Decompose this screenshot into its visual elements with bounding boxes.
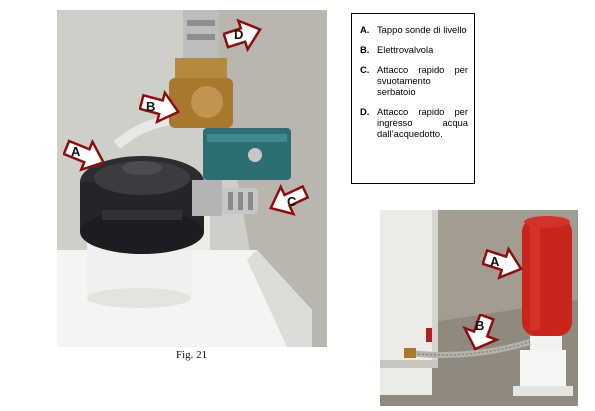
legend-letter: D.: [360, 106, 370, 117]
legend-letter: B.: [360, 44, 370, 55]
callout-letter-a-second: A: [490, 254, 500, 269]
callout-letter-d: D: [234, 27, 244, 42]
legend-item-a: A. Tappo sonde di livello: [360, 24, 468, 35]
secondary-photo: A B: [380, 210, 578, 406]
legend-text: Attacco rapido per ingresso acqua dall’a…: [377, 106, 468, 139]
legend-letter: C.: [360, 64, 370, 75]
main-photo-illustration: [57, 10, 327, 347]
legend-text: Attacco rapido per svuotamento serbatoio: [377, 64, 468, 97]
callout-letter-b: B: [146, 99, 156, 114]
callout-letter-b-second: B: [475, 318, 485, 333]
legend-box: A. Tappo sonde di livello B. Elettrovalv…: [351, 13, 475, 184]
callout-letter-a: A: [71, 144, 81, 159]
figure-caption: Fig. 21: [176, 349, 208, 361]
legend-text: Elettrovalvola: [377, 44, 434, 55]
legend-letter: A.: [360, 24, 370, 35]
legend-item-d: D. Attacco rapido per ingresso acqua dal…: [360, 106, 468, 139]
legend-text: Tappo sonde di livello: [377, 24, 467, 35]
callout-letter-c: C: [287, 194, 297, 209]
main-photo: D B A C: [57, 10, 327, 347]
legend-item-c: C. Attacco rapido per svuotamento serbat…: [360, 64, 468, 97]
legend-item-b: B. Elettrovalvola: [360, 44, 468, 55]
secondary-photo-illustration: [380, 210, 578, 406]
